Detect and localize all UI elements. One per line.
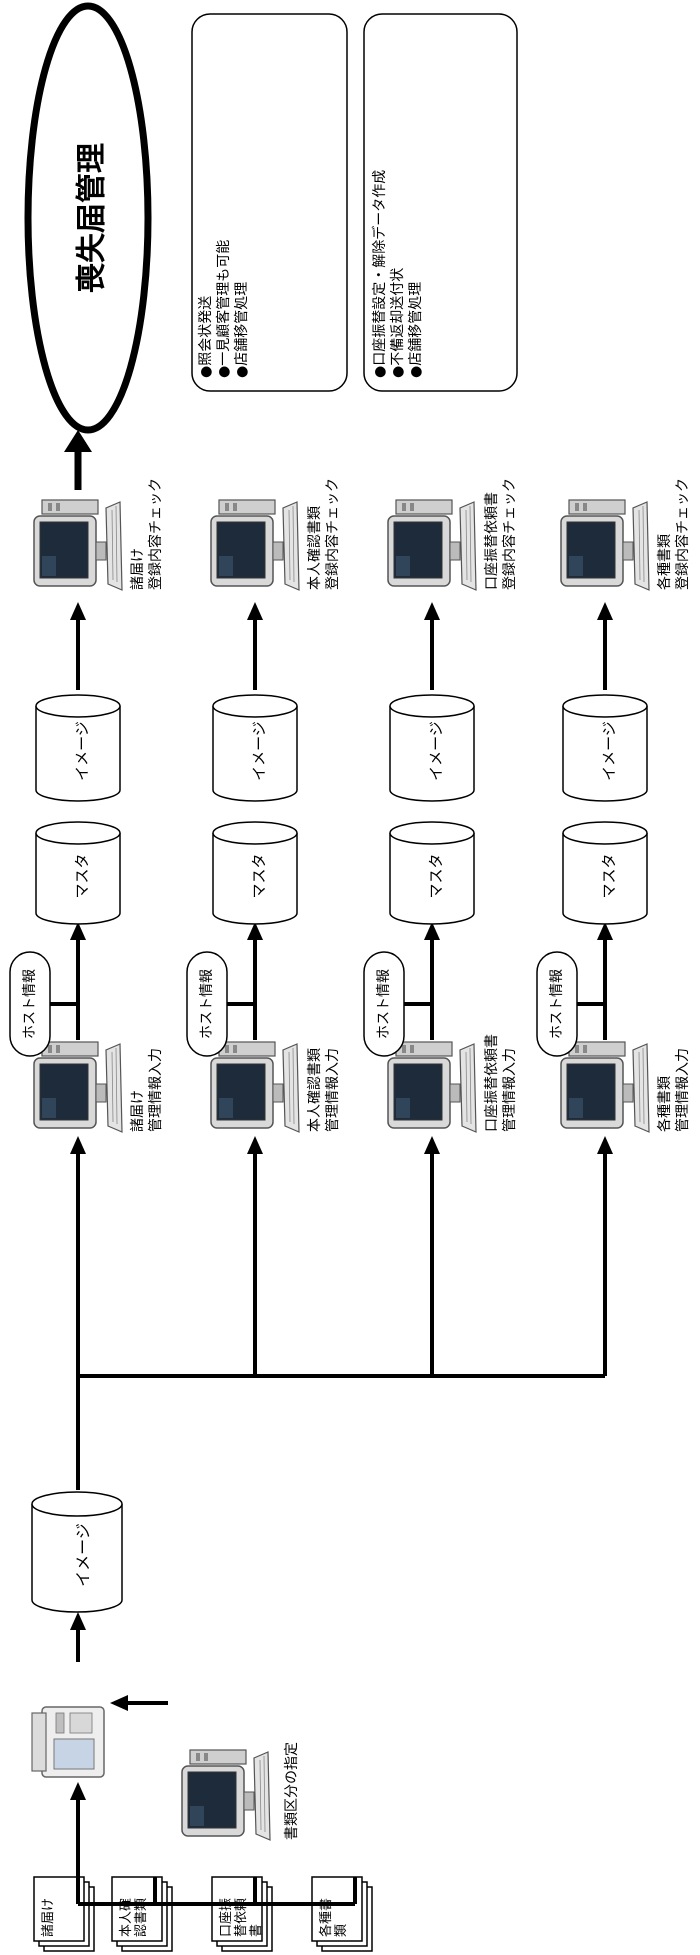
- summary-title: 喪失届管理: [75, 143, 110, 293]
- document-stack: 各種書類: [311, 1876, 373, 1952]
- document-stack: 本人確認書類: [111, 1876, 173, 1952]
- image-cylinder: [212, 694, 298, 802]
- image-label: イメージ: [427, 721, 445, 781]
- check-pc-icon: [210, 499, 300, 591]
- input-pc-icon: [387, 1041, 477, 1133]
- document-label: 類: [334, 1924, 349, 1937]
- input-label-line-1: 口座振替依頼書: [484, 1034, 500, 1132]
- summary-box-1-line-2: ●一見顧客管理も可能: [215, 240, 232, 378]
- image-cylinder: [562, 694, 648, 802]
- image-label: イメージ: [600, 721, 618, 781]
- master-label: マスタ: [427, 853, 445, 898]
- master-label: マスタ: [73, 853, 91, 898]
- input-label-line-2: 管理情報入力: [325, 1048, 341, 1132]
- host-info-pill: [9, 951, 51, 1057]
- host-info-label: ホスト情報: [199, 969, 215, 1039]
- scanner-icon: [31, 1706, 105, 1778]
- image-cylinder: [35, 694, 121, 802]
- document-label: 諸届け: [40, 1898, 56, 1937]
- input-label-line-2: 管理情報入力: [148, 1048, 164, 1132]
- document-label: 替依頼: [234, 1898, 249, 1937]
- check-label-line-1: 諸届け: [130, 548, 146, 590]
- host-info-label: ホスト情報: [376, 969, 392, 1039]
- check-label-line-2: 登録内容チェック: [501, 478, 518, 590]
- image-label: イメージ: [250, 721, 268, 781]
- summary-box-1-line-1: ●照会状発送: [198, 296, 214, 378]
- document-label: 認書類: [133, 1898, 149, 1937]
- host-info-pill: [186, 951, 228, 1057]
- input-pc-icon: [560, 1041, 650, 1133]
- process-row: 本人確認書類管理情報入力ホスト情報マスタイメージ本人確認書類登録内容チェック: [186, 478, 341, 1376]
- check-label-line-2: 登録内容チェック: [674, 478, 691, 590]
- document-label: 各種書: [318, 1898, 334, 1937]
- check-label-line-1: 口座振替依頼書: [484, 492, 500, 590]
- intake-image-cylinder: [31, 1491, 123, 1613]
- document-label: 本人確: [118, 1898, 134, 1937]
- check-pc-icon: [33, 499, 123, 591]
- check-pc-icon: [387, 499, 477, 591]
- summary-box-2-line-3: ●店舗移管処理: [408, 282, 424, 378]
- input-pc-icon: [33, 1041, 123, 1133]
- master-cylinder: [389, 821, 475, 925]
- document-stack: 諸届け: [33, 1876, 95, 1952]
- summary-box-2: ●口座振替設定・解除データ作成 ●不備返却送付状 ●店舗移管処理: [363, 13, 518, 392]
- host-info-label: ホスト情報: [549, 969, 565, 1039]
- category-pc-icon: [181, 1749, 271, 1841]
- check-label-line-1: 本人確認書類: [307, 506, 323, 590]
- master-cylinder: [562, 821, 648, 925]
- host-info-label: ホスト情報: [22, 969, 38, 1039]
- category-label: 書類区分の指定: [284, 1742, 300, 1840]
- document-stack: 口座振替依頼書: [211, 1876, 273, 1952]
- summary-box-1-line-3: ●店舗移管処理: [234, 282, 250, 378]
- host-info-pill: [363, 951, 405, 1057]
- master-label: マスタ: [250, 853, 268, 898]
- image-cylinder: [389, 694, 475, 802]
- process-row: 各種書類管理情報入力ホスト情報マスタイメージ各種書類登録内容チェック: [536, 478, 691, 1376]
- process-row: 諸届け管理情報入力ホスト情報マスタイメージ諸届け登録内容チェック: [9, 478, 164, 1376]
- document-label: 口座振: [219, 1898, 234, 1937]
- document-label: 書: [249, 1924, 264, 1937]
- input-pc-icon: [210, 1041, 300, 1133]
- summary-title-ellipse: [24, 2, 152, 434]
- process-row: 口座振替依頼書管理情報入力ホスト情報マスタイメージ口座振替依頼書登録内容チェック: [363, 478, 518, 1376]
- master-cylinder: [212, 821, 298, 925]
- host-info-pill: [536, 951, 578, 1057]
- check-label-line-2: 登録内容チェック: [147, 478, 164, 590]
- check-pc-icon: [560, 499, 650, 591]
- input-label-line-2: 管理情報入力: [502, 1048, 518, 1132]
- summary-box-1: ●照会状発送 ●一見顧客管理も可能 ●店舗移管処理: [191, 13, 348, 392]
- input-label-line-1: 本人確認書類: [307, 1048, 323, 1132]
- input-label-line-2: 管理情報入力: [675, 1048, 691, 1132]
- input-label-line-1: 諸届け: [130, 1090, 146, 1132]
- master-cylinder: [35, 821, 121, 925]
- summary-box-2-line-2: ●不備返却送付状: [390, 268, 406, 378]
- image-label: イメージ: [73, 721, 91, 781]
- intake-image-label: イメージ: [74, 1523, 93, 1587]
- master-label: マスタ: [600, 853, 618, 898]
- check-label-line-2: 登録内容チェック: [324, 478, 341, 590]
- input-label-line-1: 各種書類: [657, 1076, 673, 1132]
- check-label-line-1: 各種書類: [657, 534, 673, 590]
- summary-box-2-line-1: ●口座振替設定・解除データ作成: [371, 170, 388, 378]
